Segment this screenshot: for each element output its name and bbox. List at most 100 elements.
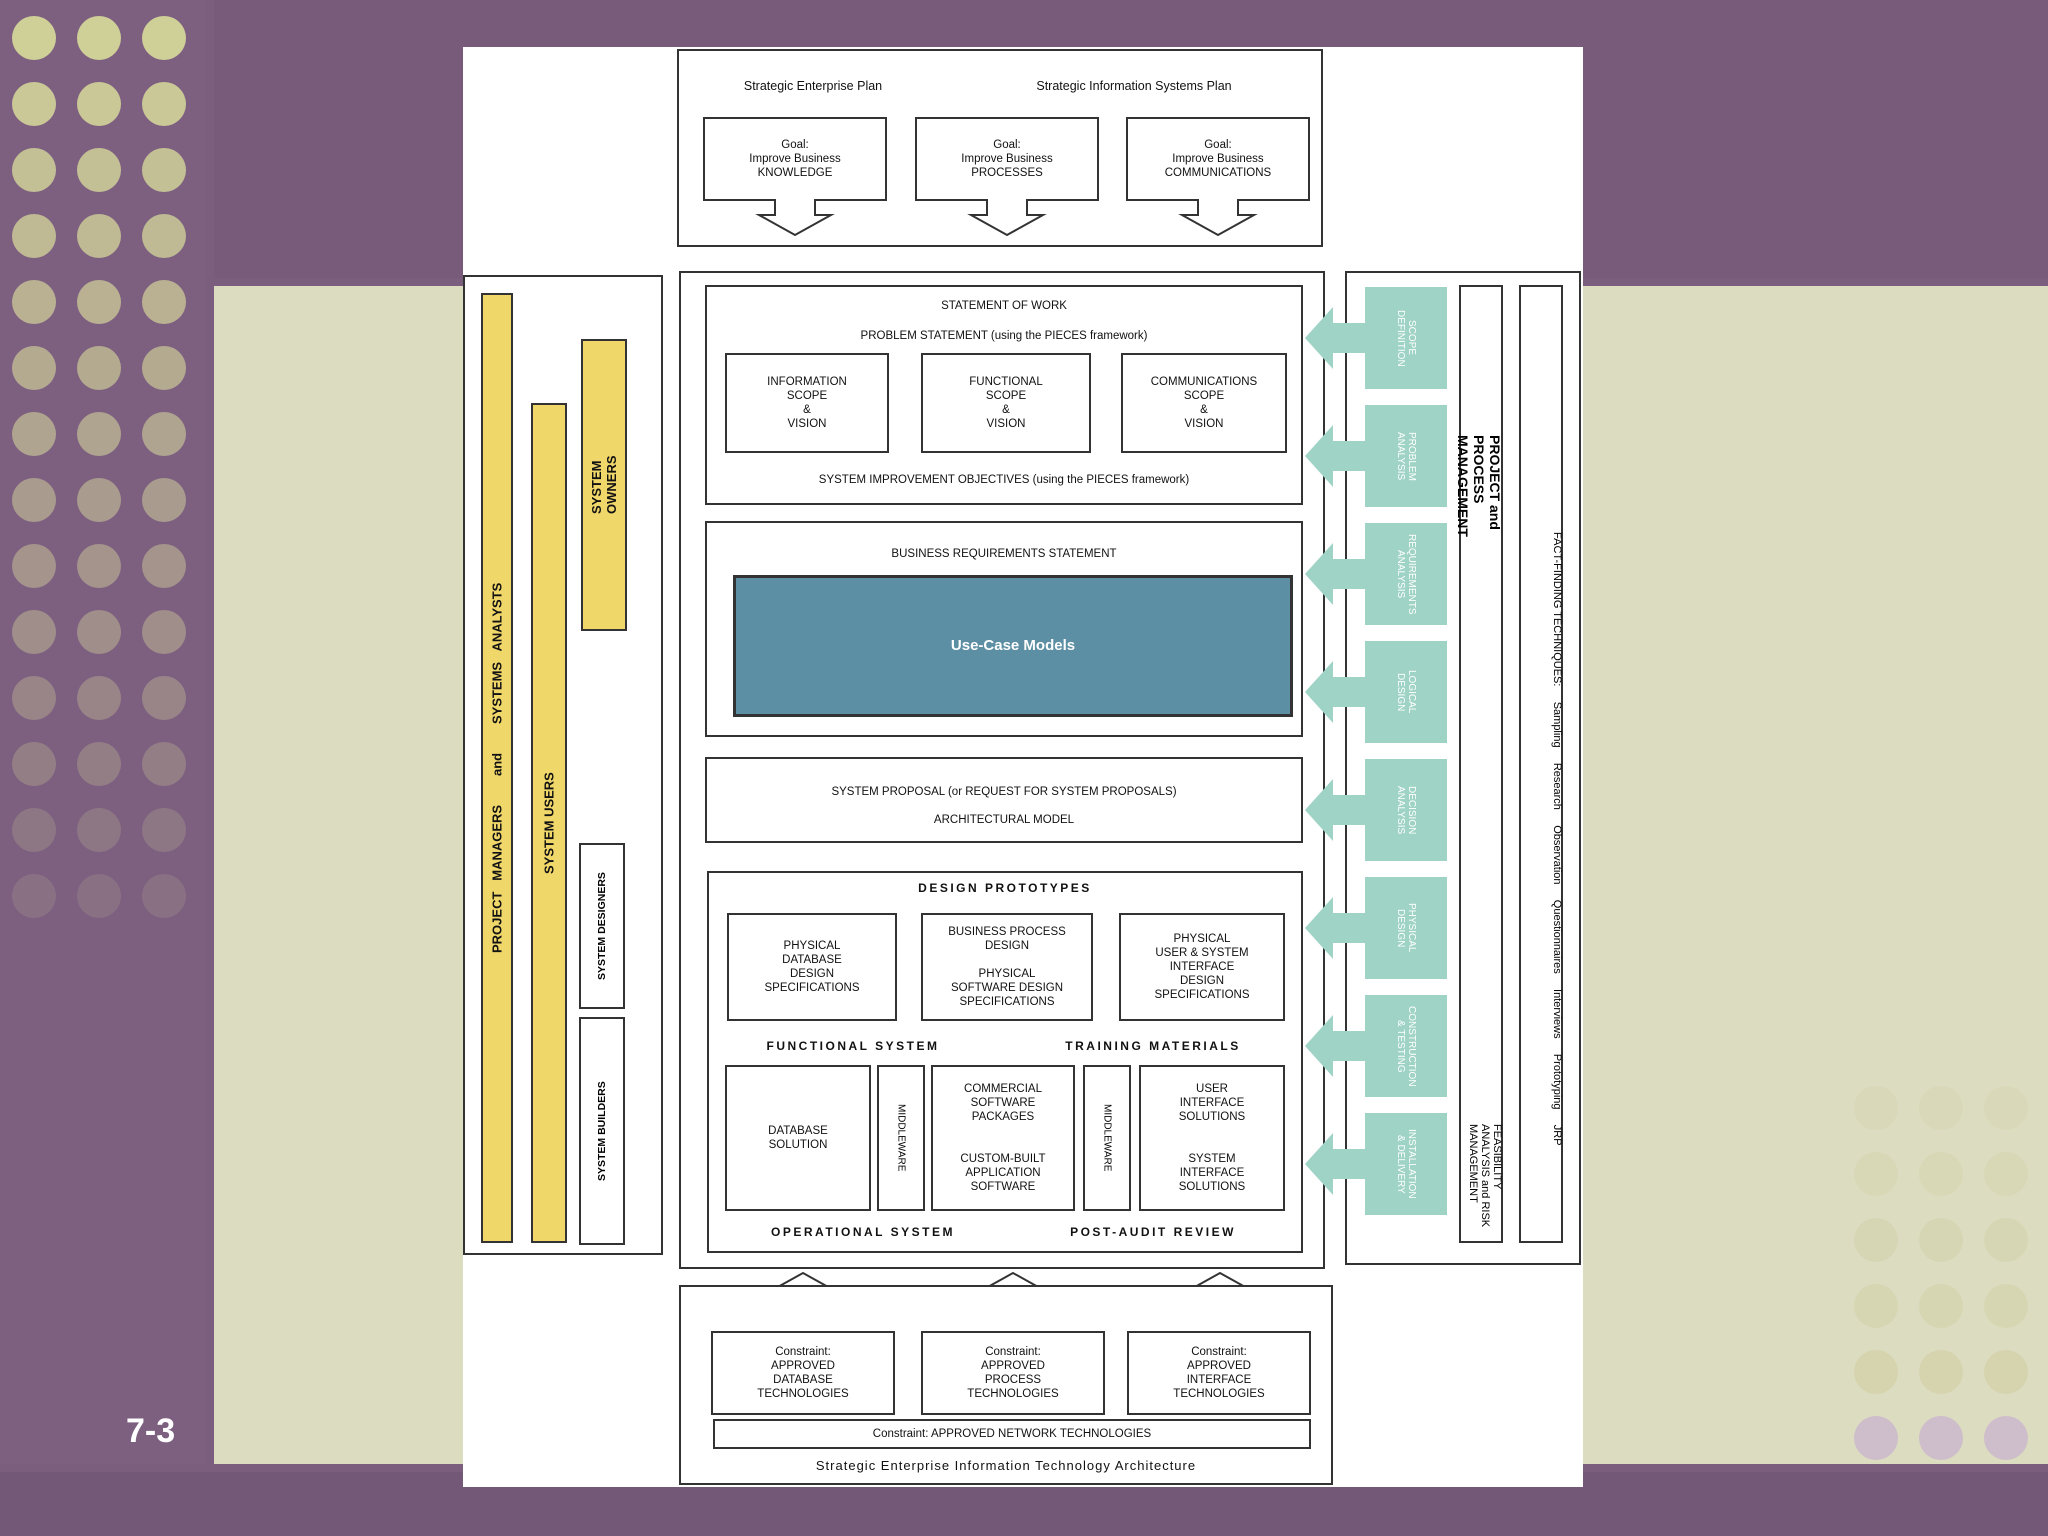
- decorative-dot: [77, 412, 121, 456]
- decorative-dot: [142, 874, 186, 918]
- decorative-dot: [12, 82, 56, 126]
- decorative-dot: [77, 610, 121, 654]
- decorative-dot: [142, 808, 186, 852]
- feasibility-label: FEASIBILITY ANALYSIS and RISK MANAGEMENT: [1467, 1123, 1503, 1227]
- strategic-is-plan-label: Strategic Information Systems Plan: [1036, 79, 1232, 93]
- constraint-interface-box: Constraint: APPROVED INTERFACE TECHNOLOG…: [1127, 1331, 1311, 1415]
- decorative-dot: [142, 148, 186, 192]
- physical-database-design-box: PHYSICAL DATABASE DESIGN SPECIFICATIONS: [727, 913, 897, 1021]
- constraint-process-box: Constraint: APPROVED PROCESS TECHNOLOGIE…: [921, 1331, 1105, 1415]
- goal-communications-box: Goal: Improve Business COMMUNICATIONS: [1126, 117, 1310, 201]
- decorative-dot: [12, 280, 56, 324]
- phase-label: SCOPE DEFINITION: [1395, 309, 1417, 367]
- system-proposal-box: [705, 757, 1303, 843]
- decorative-dot: [12, 214, 56, 258]
- decorative-dot: [1919, 1284, 1963, 1328]
- decorative-dot: [1984, 1284, 2028, 1328]
- decorative-dot: [142, 742, 186, 786]
- decorative-dot: [77, 676, 121, 720]
- system-owners-label: SYSTEM OWNERS: [589, 455, 619, 515]
- slide-number: 7-3: [126, 1412, 176, 1450]
- decorative-dot: [1919, 1086, 1963, 1130]
- phase-arrow-icon: [1305, 1113, 1447, 1215]
- project-management-label: PROJECT and PROCESS MANAGEMENT: [1455, 435, 1503, 537]
- decorative-dot: [12, 412, 56, 456]
- decorative-dot: [12, 742, 56, 786]
- training-materials-label: TRAINING MATERIALS: [1065, 1039, 1241, 1053]
- decorative-dot: [142, 16, 186, 60]
- communications-scope-box: COMMUNICATIONS SCOPE & VISION: [1121, 353, 1287, 453]
- phase-arrow-icon: [1305, 877, 1447, 979]
- decorative-dot: [1854, 1218, 1898, 1262]
- decorative-dot: [77, 478, 121, 522]
- middleware-left-box: [877, 1065, 925, 1211]
- decorative-dot: [142, 346, 186, 390]
- phase-label: PHYSICAL DESIGN: [1395, 903, 1417, 953]
- constraint-database-box: Constraint: APPROVED DATABASE TECHNOLOGI…: [711, 1331, 895, 1415]
- decorative-dot: [1984, 1086, 2028, 1130]
- decorative-dot: [142, 544, 186, 588]
- interface-design-box: PHYSICAL USER & SYSTEM INTERFACE DESIGN …: [1119, 913, 1285, 1021]
- phase-arrow-icon: [1305, 641, 1447, 743]
- down-arrow-icon: [1178, 199, 1258, 237]
- decorative-dot: [12, 346, 56, 390]
- decorative-dot: [77, 148, 121, 192]
- middleware-right-box: [1083, 1065, 1131, 1211]
- decorative-dot: [12, 148, 56, 192]
- operational-system-label: OPERATIONAL SYSTEM: [771, 1225, 955, 1239]
- decorative-dot: [142, 610, 186, 654]
- phase-label: CONSTRUCTION & TESTING: [1395, 1005, 1417, 1087]
- decorative-dot: [142, 676, 186, 720]
- statement-of-work-title: STATEMENT OF WORK: [941, 300, 1067, 312]
- decorative-dot: [77, 346, 121, 390]
- system-builders-box: [579, 1017, 625, 1245]
- phase-arrow-icon: [1305, 287, 1447, 389]
- middleware-left-label: MIDDLEWARE: [895, 1104, 907, 1172]
- decorative-dot: [77, 280, 121, 324]
- decorative-dot: [77, 808, 121, 852]
- decorative-dot: [142, 412, 186, 456]
- decorative-dot: [1984, 1416, 2028, 1460]
- use-case-models-box: Use-Case Models: [733, 575, 1293, 717]
- decorative-dot: [1984, 1152, 2028, 1196]
- decorative-dot: [77, 544, 121, 588]
- decorative-dot: [1854, 1152, 1898, 1196]
- project-management-column: PROJECT and PROCESS MANAGEMENT FEASIBILI…: [1455, 285, 1503, 1243]
- fact-finding-text: FACT-FINDING TECHNIQUES: Sampling Resear…: [1551, 532, 1563, 1146]
- fact-finding-label: FACT-FINDING TECHNIQUES: Sampling Resear…: [1519, 285, 1563, 1243]
- information-scope-box: INFORMATION SCOPE & VISION: [725, 353, 889, 453]
- phase-label: INSTALLATION & DELIVERY: [1395, 1129, 1417, 1199]
- post-audit-review-label: POST-AUDIT REVIEW: [1070, 1225, 1236, 1239]
- system-designers-label: SYSTEM DESIGNERS: [596, 872, 608, 980]
- business-process-design-box: BUSINESS PROCESS DESIGN PHYSICAL SOFTWAR…: [921, 913, 1093, 1021]
- decorative-dot: [1854, 1416, 1898, 1460]
- system-designers-box: [579, 843, 625, 1009]
- down-arrow-icon: [755, 199, 835, 237]
- phase-label: LOGICAL DESIGN: [1395, 670, 1417, 714]
- decorative-dot: [1919, 1350, 1963, 1394]
- system-users-bar: [531, 403, 567, 1243]
- phase-label: PROBLEM ANALYSIS: [1395, 431, 1417, 481]
- software-solutions-box: COMMERCIAL SOFTWARE PACKAGES CUSTOM-BUIL…: [931, 1065, 1075, 1211]
- decorative-dot: [12, 544, 56, 588]
- project-managers-bar: [481, 293, 513, 1243]
- decorative-dot: [142, 214, 186, 258]
- decorative-dot: [12, 874, 56, 918]
- decorative-dot: [142, 280, 186, 324]
- decorative-dot: [77, 742, 121, 786]
- design-prototypes-title: DESIGN PROTOTYPES: [918, 881, 1092, 895]
- decorative-dot: [1854, 1284, 1898, 1328]
- strategic-enterprise-plan-label: Strategic Enterprise Plan: [743, 79, 883, 93]
- phase-arrow-icon: [1305, 405, 1447, 507]
- project-management-box: [1459, 285, 1503, 1243]
- phase-label: REQUIREMENTS ANALYSIS: [1395, 533, 1417, 615]
- decorative-dot: [1919, 1416, 1963, 1460]
- decorative-dot: [12, 610, 56, 654]
- database-solution-box: DATABASE SOLUTION: [725, 1065, 871, 1211]
- system-owners-bar: [581, 339, 627, 631]
- system-proposal-label: SYSTEM PROPOSAL (or REQUEST FOR SYSTEM P…: [831, 786, 1177, 798]
- sdlc-diagram: Strategic Enterprise Plan Strategic Info…: [463, 47, 1583, 1487]
- project-managers-label: PROJECT MANAGERS and SYSTEMS ANALYSTS: [489, 582, 505, 954]
- phase-arrow-icon: [1305, 759, 1447, 861]
- decorative-dot: [12, 676, 56, 720]
